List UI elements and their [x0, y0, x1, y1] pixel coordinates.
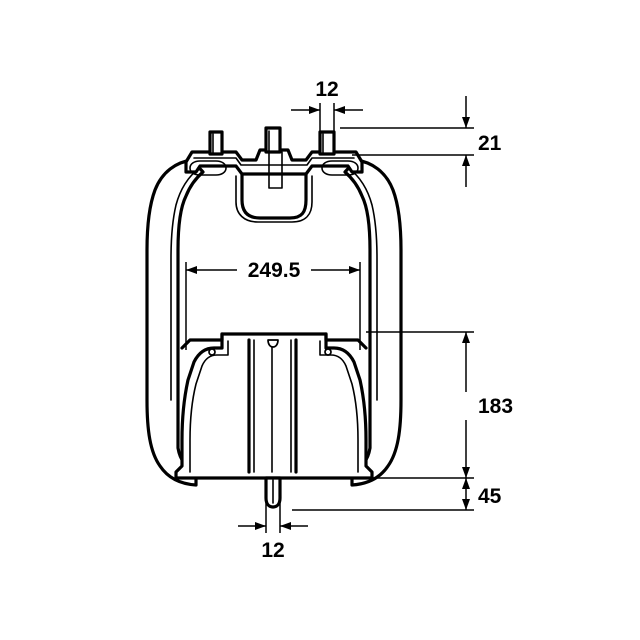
- dimension-label-overall-width: 249.5: [248, 259, 301, 282]
- rolling-lobe-bellows: [145, 158, 403, 487]
- dimension-overall-width: 249.5: [185, 259, 361, 350]
- dimension-stud-diameter-top: 12: [291, 78, 363, 134]
- bead-plate: [184, 148, 364, 176]
- dimension-label-bottom-stud-diameter: 12: [261, 539, 284, 562]
- bottom-mounting-stud: [264, 476, 282, 509]
- piston: [174, 332, 374, 480]
- internal-bumper: [235, 172, 313, 223]
- dimension-label-bead-plate-height: 21: [478, 132, 502, 155]
- dimension-label-stud-diameter-top: 12: [315, 78, 338, 101]
- dimension-lower-stud-height: 45: [292, 478, 502, 511]
- dimension-label-piston-height: 183: [478, 395, 513, 418]
- dimension-bottom-stud-diameter: 12: [238, 500, 308, 562]
- top-stud-left: [208, 130, 224, 156]
- dimension-label-lower-stud-height: 45: [478, 485, 502, 508]
- top-stud-right: [318, 130, 336, 156]
- dimension-annotations: 12 21 249.5: [185, 78, 513, 562]
- part-geometry: [145, 126, 403, 509]
- dimension-piston-height: 183: [366, 331, 513, 479]
- air-port-stud: [264, 126, 283, 189]
- dimension-bead-plate-height: 21: [340, 96, 502, 187]
